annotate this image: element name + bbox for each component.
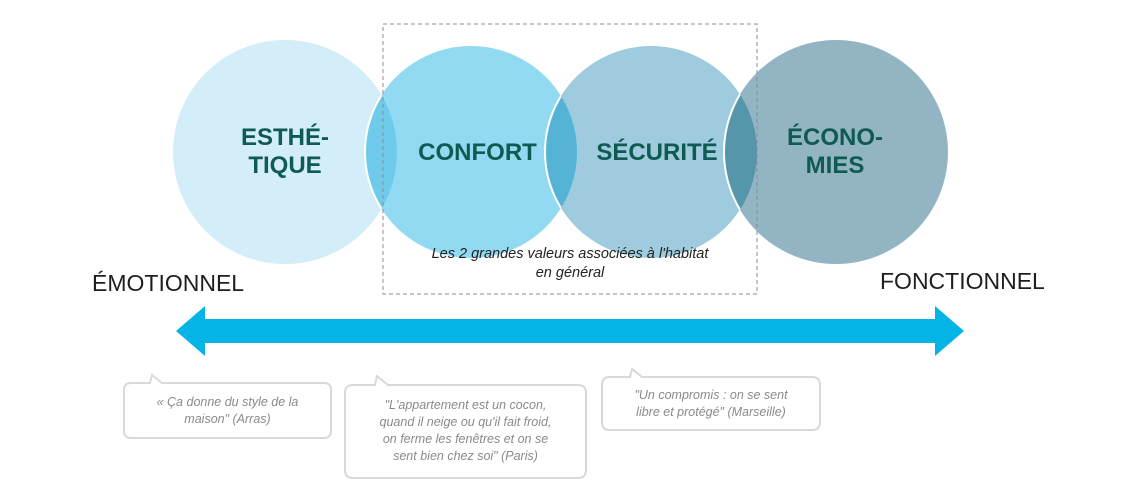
rim-securite <box>544 46 577 258</box>
quote-3: "Un compromis : on se sent libre et prot… <box>602 387 820 421</box>
label-securite-line1: SÉCURITÉ <box>596 139 718 166</box>
label-economies: ÉCONO- MIES <box>775 124 895 180</box>
quote-2-line3: on ferme les fenêtres et on se <box>382 432 549 446</box>
quote-bubble-2 <box>344 374 587 479</box>
quote-3-line2: libre et protégé" (Marseille) <box>636 405 786 419</box>
label-confort: CONFORT <box>400 139 555 167</box>
label-securite: SÉCURITÉ <box>582 139 732 167</box>
quote-2-line4: sent bien chez soi" (Paris) <box>393 449 538 463</box>
quote-bubble-3 <box>601 367 821 431</box>
label-esthetique-line1: ESTHÉ- <box>240 124 329 151</box>
values-caption-line1: Les 2 grandes valeurs associées à l'habi… <box>431 246 709 262</box>
axis-left-label: ÉMOTIONNEL <box>92 270 245 296</box>
quote-1-line1: « Ça donne du style de la <box>156 395 299 409</box>
double-arrow-axis <box>176 306 964 356</box>
label-confort-line1: CONFORT <box>418 139 537 166</box>
circle-securite <box>545 46 757 258</box>
rim-economies <box>723 46 757 258</box>
quote-bubble-1 <box>123 373 332 439</box>
circle-esthetique <box>173 40 397 264</box>
rim-confort <box>364 45 397 259</box>
quote-2: "L'appartement est un cocon, quand il ne… <box>345 397 586 465</box>
quote-2-line1: "L'appartement est un cocon, <box>384 398 547 412</box>
label-economies-line2: MIES <box>805 152 865 179</box>
quote-1: « Ça donne du style de la maison" (Arras… <box>124 394 331 428</box>
label-esthetique-line2: TIQUE <box>248 152 322 179</box>
label-esthetique: ESTHÉ- TIQUE <box>225 124 345 180</box>
quote-2-line2: quand il neige ou qu'il fait froid, <box>379 415 552 429</box>
values-caption: Les 2 grandes valeurs associées à l'habi… <box>395 245 745 283</box>
circle-economies <box>724 40 948 264</box>
axis-right-label: FONCTIONNEL <box>880 268 1045 294</box>
values-caption-line2: en général <box>535 265 605 281</box>
quote-1-line2: maison" (Arras) <box>184 412 271 426</box>
label-economies-line1: ÉCONO- <box>787 124 883 151</box>
circle-confort <box>365 46 577 258</box>
quote-3-line1: "Un compromis : on se sent <box>634 388 788 402</box>
